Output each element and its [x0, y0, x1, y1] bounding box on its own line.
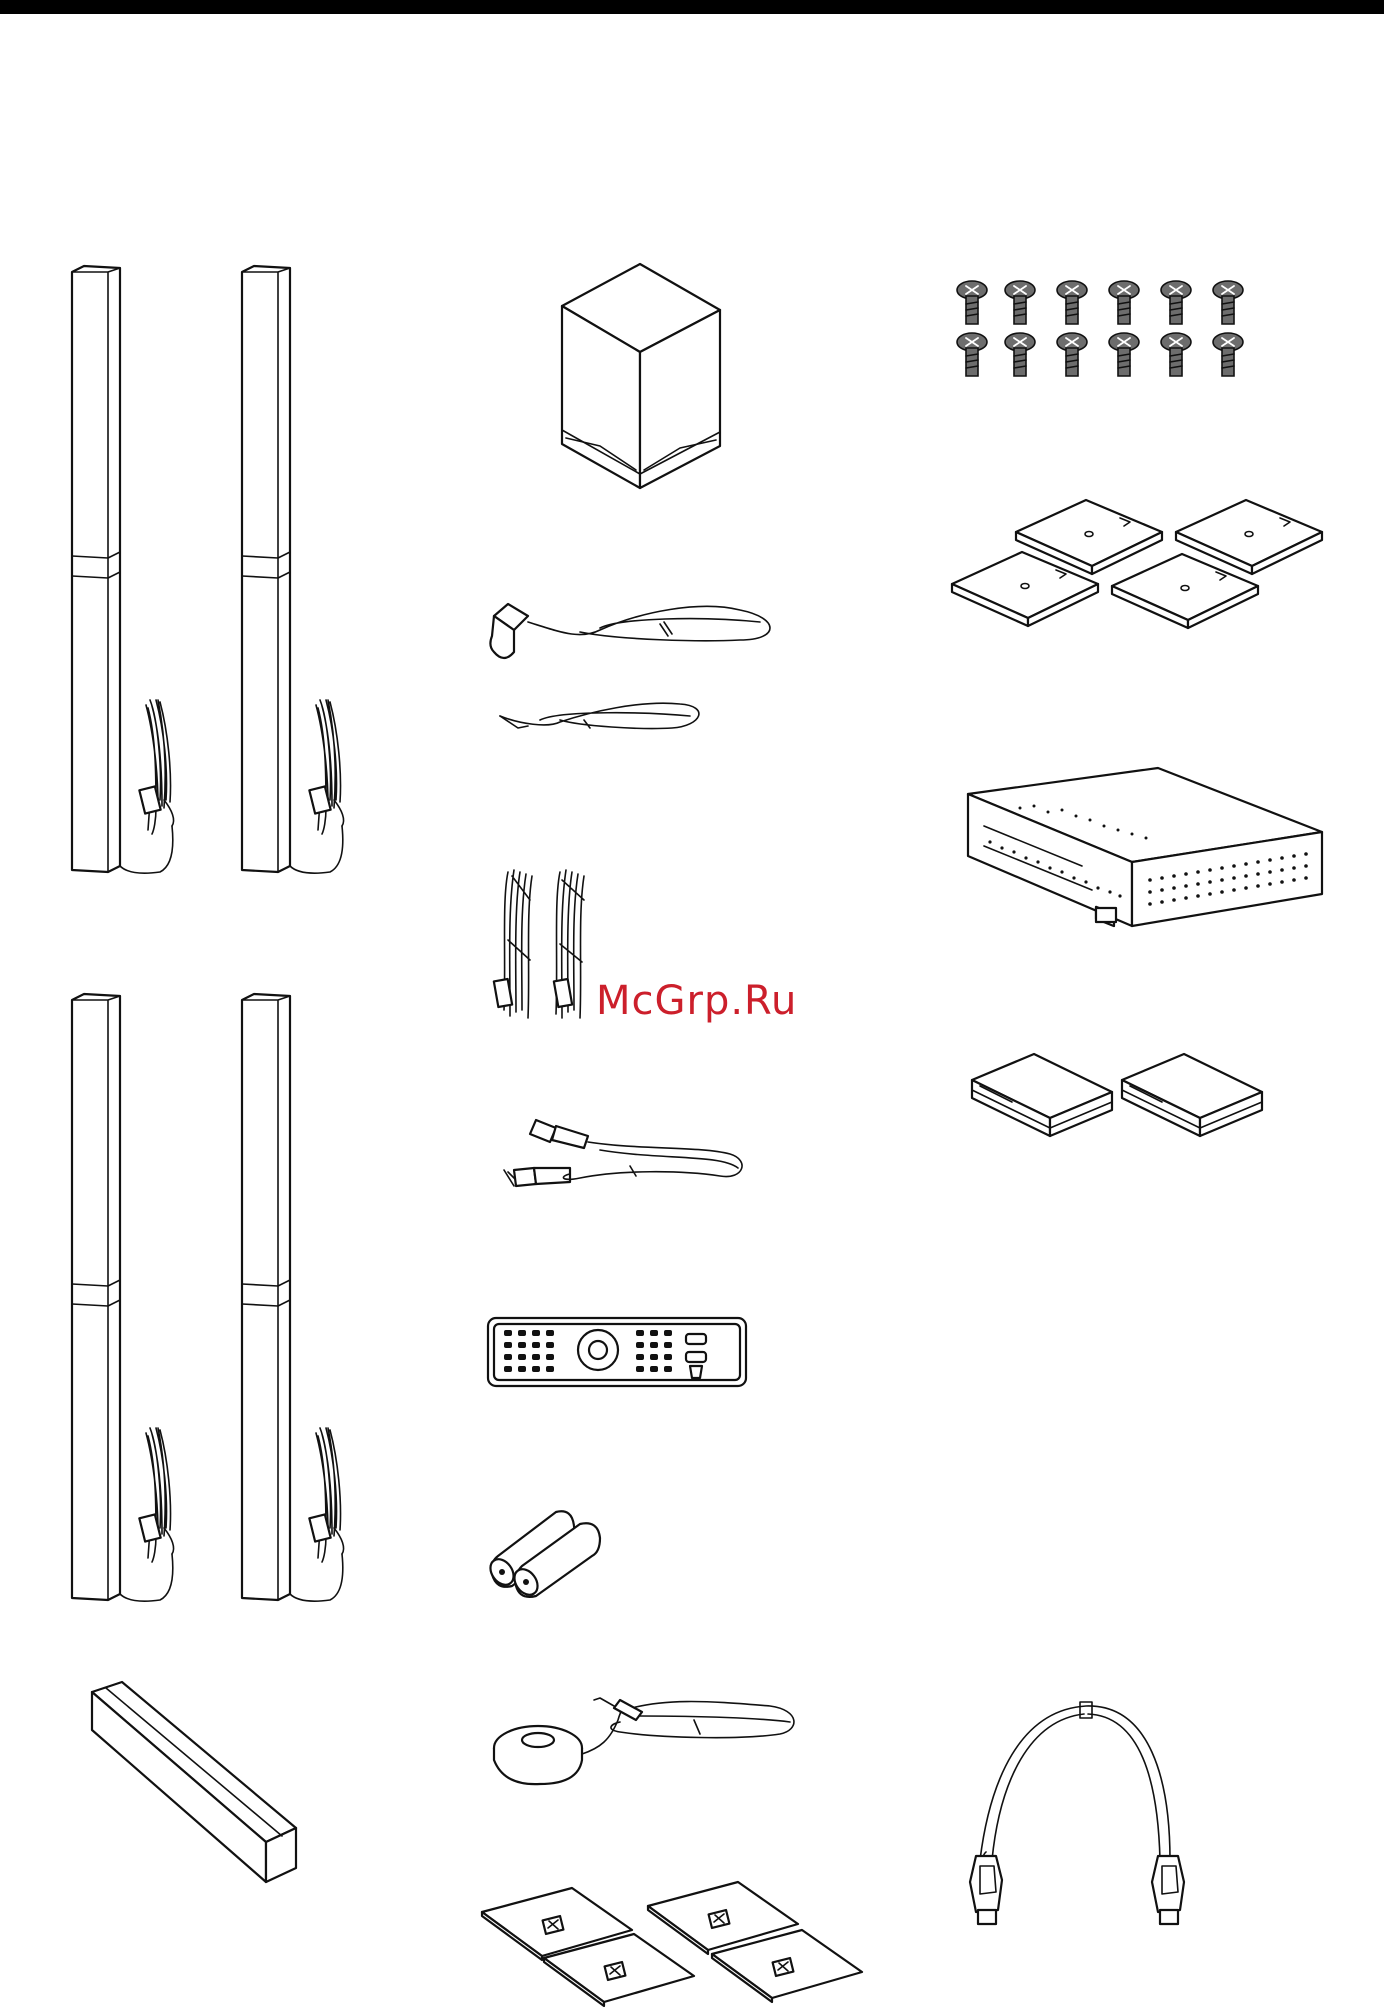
speaker-cord-icon: [494, 870, 532, 1018]
screws: [957, 281, 1243, 376]
screw-icon: [1213, 333, 1243, 376]
screw-icon: [1213, 281, 1243, 324]
screw-icon: [1161, 281, 1191, 324]
tall-speaker-icon: [72, 266, 174, 873]
microphone-icon: [494, 1698, 794, 1784]
subwoofer-icon: [562, 264, 720, 488]
remote-control-icon: [488, 1318, 746, 1386]
screw-icon: [957, 281, 987, 324]
front-tall-speakers: [72, 266, 344, 873]
speaker-cord-icon: [554, 870, 584, 1018]
base-plates: [952, 500, 1322, 628]
hdmi-cable-icon: [970, 1702, 1184, 1924]
transceiver-icon: [972, 1054, 1112, 1136]
screw-icon: [1057, 281, 1087, 324]
fm-antenna-icon: [490, 604, 770, 729]
screw-icon: [1005, 333, 1035, 376]
screw-icon: [1161, 333, 1191, 376]
tall-speaker-icon: [72, 994, 174, 1601]
foot-pads: [482, 1882, 862, 2006]
screw-icon: [1005, 281, 1035, 324]
screw-icon: [1109, 333, 1139, 376]
rca-cord-icon: [504, 1120, 742, 1186]
tall-speaker-icon: [242, 994, 344, 1601]
amplifier-icon: [968, 768, 1322, 926]
screw-icon: [957, 333, 987, 376]
tall-speaker-icon: [242, 266, 344, 873]
speaker-cords: [494, 870, 584, 1018]
rear-tall-speakers: [72, 994, 344, 1601]
transceiver-icon: [1122, 1054, 1262, 1136]
center-speaker-icon: [92, 1682, 296, 1882]
wireless-transceivers: [972, 1054, 1262, 1136]
screw-icon: [1109, 281, 1139, 324]
screw-icon: [1057, 333, 1087, 376]
